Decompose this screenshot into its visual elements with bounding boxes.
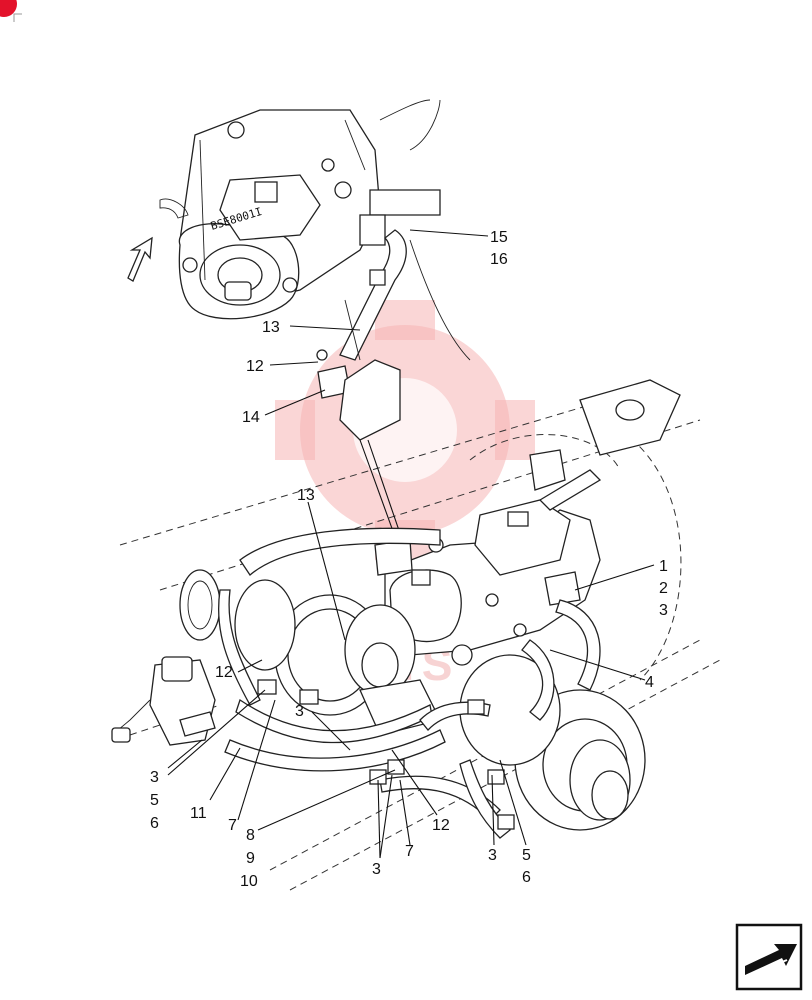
callout-7: 7 [228,817,237,834]
corner-mark [13,13,22,22]
callout-3: 3 [150,769,159,786]
callout-11: 11 [190,805,207,822]
callout-6: 6 [522,869,531,886]
view-direction-arrow [127,236,153,282]
callout-5: 5 [150,792,159,809]
callout-12: 12 [215,664,233,681]
callout-12: 12 [246,358,264,375]
callout-13: 13 [262,319,280,336]
callout-14: 14 [242,409,260,426]
callout-3: 3 [372,861,381,878]
callout-10: 10 [240,873,258,890]
corner-badge-icon [0,0,17,17]
callout-2: 2 [659,580,668,597]
callout-3: 3 [488,847,497,864]
callout-15: 15 [490,229,508,246]
callout-1: 1 [659,558,668,575]
callout-6: 6 [150,815,159,832]
callout-16: 16 [490,251,508,268]
leader-lines [167,229,655,859]
callout-7: 7 [405,843,414,860]
callout-8: 8 [246,827,255,844]
upper-pump-assembly: BSE8001I [127,99,471,441]
callout-4: 4 [645,674,654,691]
callout-13: 13 [297,487,315,504]
callout-9: 9 [246,850,255,867]
callout-3: 3 [295,703,304,720]
callout-5: 5 [522,847,531,864]
arrow-next-icon[interactable] [735,923,803,991]
detail-connector-line [367,439,405,546]
lower-drive-assembly [111,379,681,839]
detail-connector-line [359,439,399,546]
callout-3: 3 [659,602,668,619]
callout-12: 12 [432,817,450,834]
callout-labels: 15 16 13 12 14 13 1 2 3 4 12 3 3 5 6 11 … [150,229,668,890]
